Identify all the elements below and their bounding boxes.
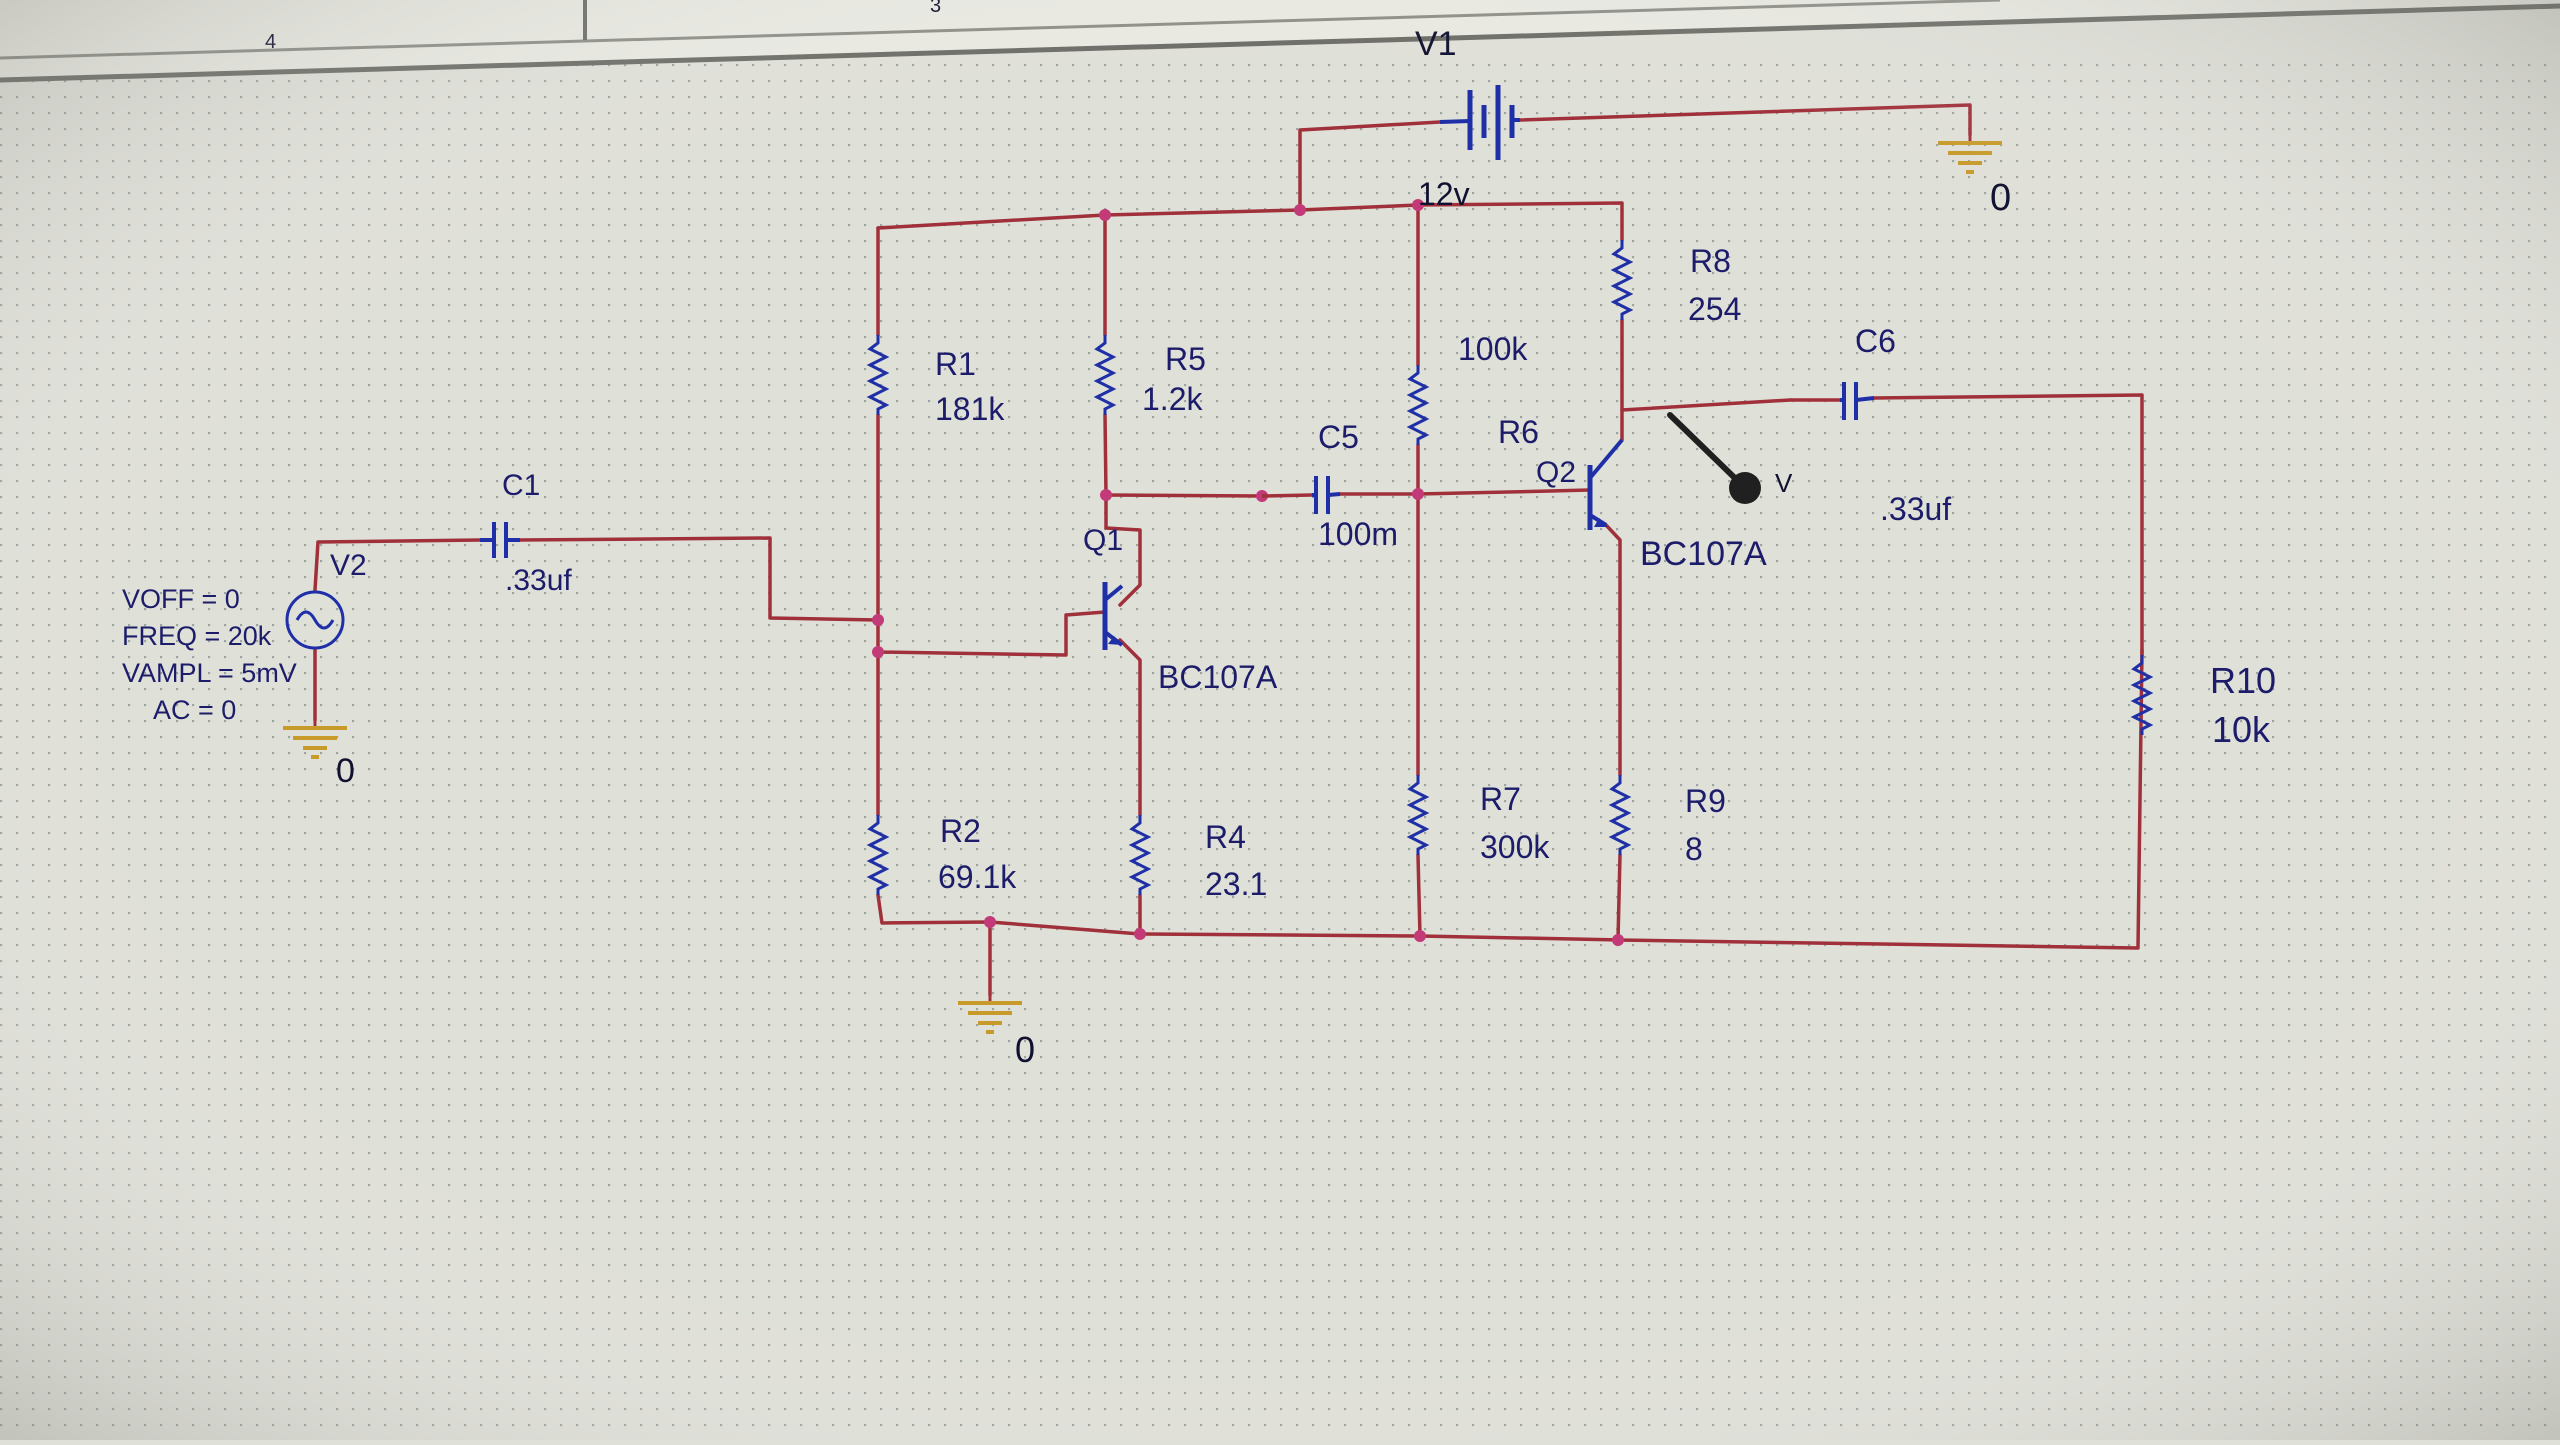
ground-label-supply: 0 <box>1990 177 2011 219</box>
r9-name: R9 <box>1685 783 1726 819</box>
r2-name: R2 <box>940 813 981 849</box>
v2-param-freq: FREQ = 20k <box>122 621 272 651</box>
r5-name: R5 <box>1165 341 1206 377</box>
r1-value: 181k <box>935 391 1005 427</box>
header-column-4: 4 <box>265 31 276 53</box>
r6-name: R6 <box>1498 414 1539 450</box>
v2-name: V2 <box>330 549 367 582</box>
c1-name: C1 <box>502 469 540 502</box>
r10-name: R10 <box>2210 660 2276 701</box>
c6-name: C6 <box>1855 323 1896 359</box>
r4-value: 23.1 <box>1205 866 1267 902</box>
r9-value: 8 <box>1685 831 1703 867</box>
r7-name: R7 <box>1480 781 1521 817</box>
c1-value: .33uf <box>505 564 572 597</box>
ground-label-source: 0 <box>336 752 355 790</box>
r2-value: 69.1k <box>938 859 1017 895</box>
q1-model: BC107A <box>1158 659 1278 695</box>
v2-param-vampl: VAMPL = 5mV <box>122 658 297 688</box>
r6-value: 100k <box>1458 331 1528 367</box>
r1-name: R1 <box>935 346 976 382</box>
v2-param-ac: AC = 0 <box>153 695 236 725</box>
q2-name: Q2 <box>1536 456 1576 489</box>
c5-value: 100m <box>1318 516 1398 552</box>
v1-value: 12v <box>1418 176 1470 212</box>
r8-value: 254 <box>1688 291 1741 327</box>
c5-name: C5 <box>1318 419 1359 455</box>
r10-value: 10k <box>2212 709 2271 750</box>
r8-name: R8 <box>1690 243 1731 279</box>
q2-model: BC107A <box>1640 535 1767 573</box>
header-column-3: 3 <box>930 0 941 17</box>
v2-param-voff: VOFF = 0 <box>122 584 240 614</box>
probe-label: V <box>1775 468 1793 498</box>
q1-name: Q1 <box>1083 524 1123 557</box>
r4-name: R4 <box>1205 819 1246 855</box>
ground-label-common: 0 <box>1015 1029 1035 1070</box>
drawing-grid <box>0 60 2560 1440</box>
r7-value: 300k <box>1480 829 1550 865</box>
r5-value: 1.2k <box>1142 381 1203 417</box>
v1-name: V1 <box>1415 25 1457 63</box>
c6-value: .33uf <box>1880 491 1951 527</box>
